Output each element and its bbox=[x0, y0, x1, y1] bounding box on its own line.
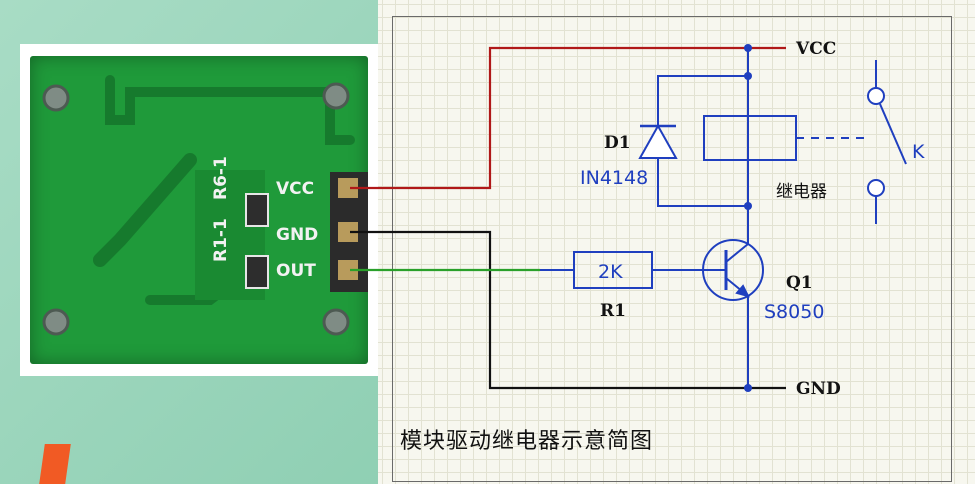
switch-k-label: K bbox=[912, 141, 925, 163]
mounting-hole-top-left bbox=[42, 84, 70, 112]
resistor-value-label: 2K bbox=[598, 261, 623, 283]
switch-top-contact bbox=[867, 87, 885, 105]
diode-d1-triangle bbox=[638, 123, 678, 159]
smd-resistor-top bbox=[245, 193, 269, 227]
header-pin-out bbox=[338, 260, 358, 280]
junction-vcc bbox=[744, 44, 752, 52]
diagram-caption: 模块驱动继电器示意简图 bbox=[400, 429, 653, 454]
diode-name-label: D1 bbox=[604, 133, 631, 153]
relay-drive-circuit bbox=[540, 48, 907, 388]
header-pin-gnd bbox=[338, 222, 358, 242]
switch-k-blade bbox=[879, 103, 907, 165]
junction-diode-bottom bbox=[744, 202, 752, 210]
transistor-q1-body bbox=[702, 239, 764, 301]
vcc-label: VCC bbox=[795, 39, 836, 59]
mounting-hole-top-right bbox=[322, 82, 350, 110]
transistor-name-label: Q1 bbox=[786, 273, 813, 293]
pcb-silk-r6: R6-1 bbox=[211, 156, 231, 200]
mounting-hole-bottom-left bbox=[42, 308, 70, 336]
mounting-hole-bottom-right bbox=[322, 308, 350, 336]
resistor-name-label: R1 bbox=[600, 301, 626, 321]
pcb-pin-label-vcc: VCC bbox=[276, 179, 314, 199]
diode-model-label: IN4148 bbox=[580, 167, 648, 189]
header-pin-vcc bbox=[338, 178, 358, 198]
junction-gnd bbox=[744, 384, 752, 392]
transistor-collector bbox=[725, 243, 749, 263]
pcb-trace-diagonal bbox=[93, 153, 197, 267]
switch-bottom-contact bbox=[867, 179, 885, 197]
pcb-pin-label-gnd: GND bbox=[276, 225, 318, 245]
smd-resistor-bottom bbox=[245, 255, 269, 289]
pcb-silk-r1: R1-1 bbox=[211, 218, 231, 262]
relay-coil bbox=[703, 115, 797, 161]
transistor-model-label: S8050 bbox=[764, 301, 824, 323]
emitter-arrow bbox=[735, 284, 750, 298]
junction-diode-top bbox=[744, 72, 752, 80]
vcc-wire bbox=[350, 46, 786, 190]
junction-dots bbox=[744, 44, 752, 392]
gnd-wire bbox=[350, 230, 786, 390]
pcb-trace-top bbox=[105, 75, 355, 145]
pcb-details: R6-1 R1-1 VCC GND OUT bbox=[42, 75, 368, 336]
pcb-pin-label-out: OUT bbox=[276, 261, 316, 281]
gnd-label: GND bbox=[796, 379, 841, 399]
relay-label: 继电器 bbox=[776, 182, 827, 202]
